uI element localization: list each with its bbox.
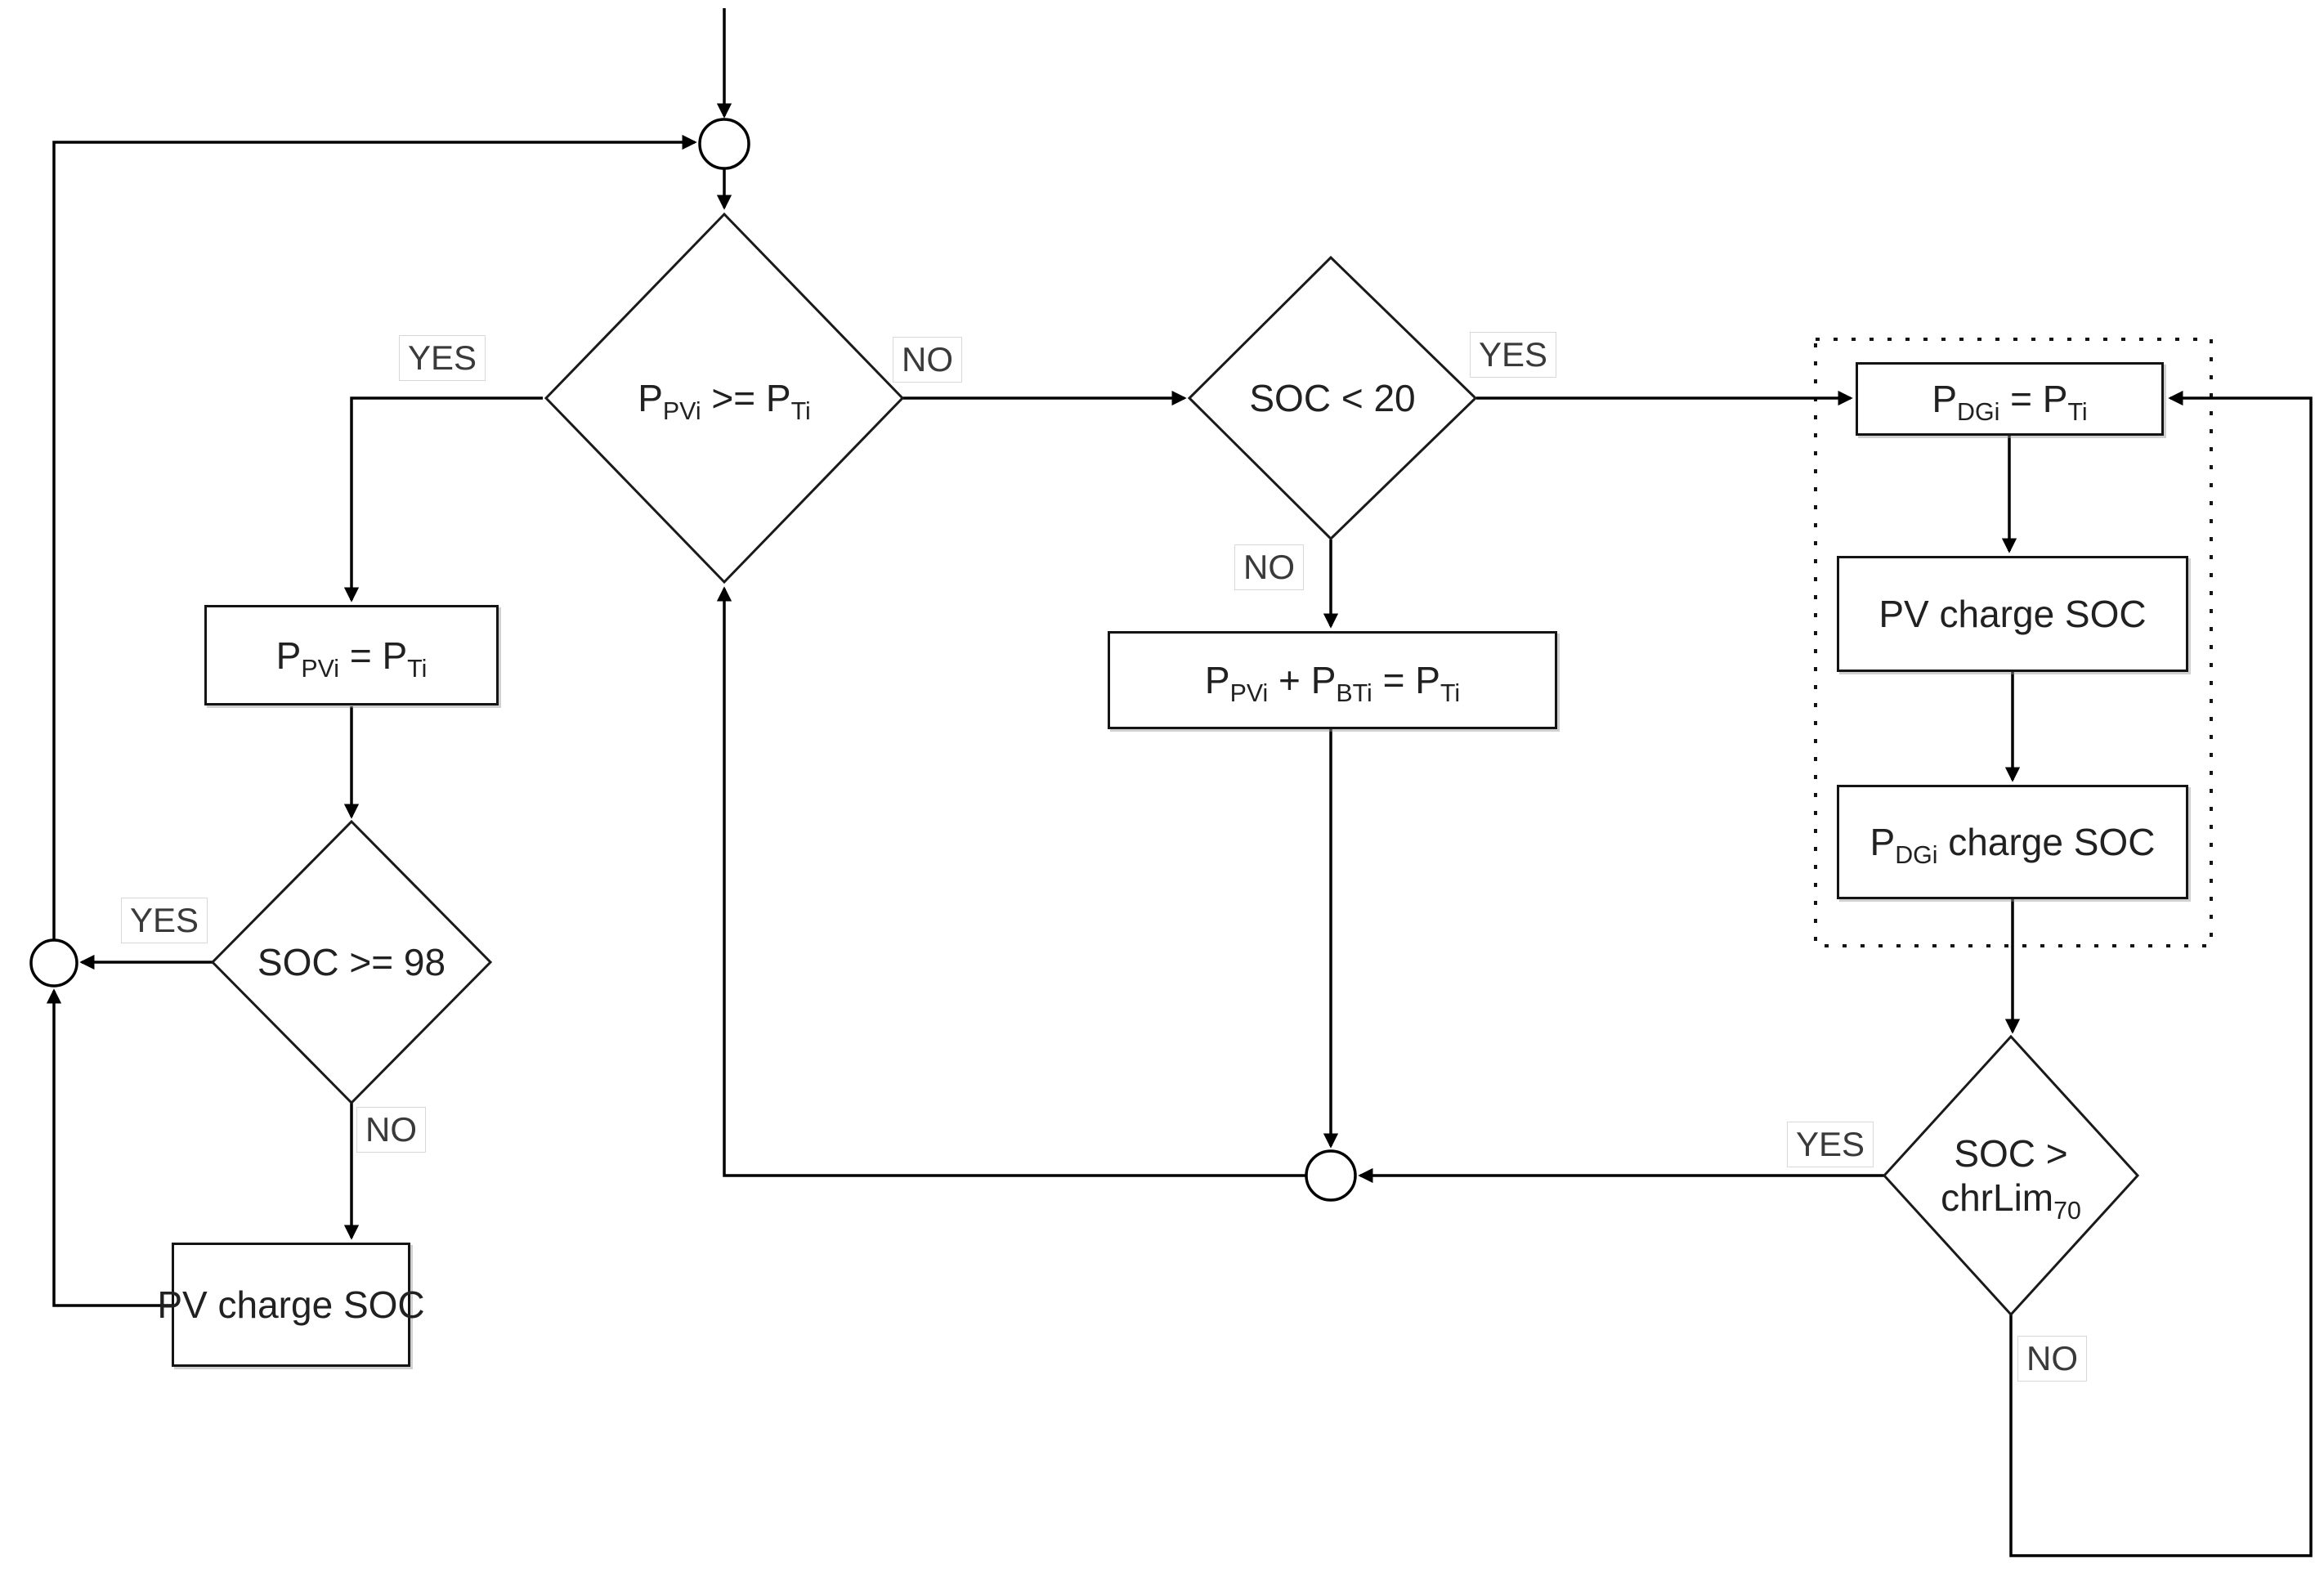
edge-pvcharge-left-to-connector bbox=[46, 988, 173, 1307]
process-pdgi-charge-soc: PDGi charge SOC bbox=[1837, 785, 2188, 899]
edge-connector-to-ppvi-bottom bbox=[716, 586, 1306, 1177]
process-pv-charge-soc-left: PV charge SOC bbox=[157, 1243, 425, 1367]
decision-soc98-shape bbox=[210, 819, 493, 1105]
edge-label-no-soc98: NO bbox=[356, 1107, 426, 1153]
edge-label-yes-ppvi: YES bbox=[399, 335, 486, 382]
edge-label-no-soc20: NO bbox=[1234, 544, 1304, 591]
edge-label-no-chrlim: NO bbox=[2017, 1336, 2087, 1382]
dotted-group-border bbox=[1814, 338, 2213, 947]
process-ppvi-plus-pbti: PPVi + PBTi = PTi bbox=[1108, 631, 1557, 729]
process-pdgi-eq-pti: PDGi = PTi bbox=[1856, 362, 2164, 436]
decision-chrlim-shape bbox=[1882, 1034, 2140, 1317]
connector-left bbox=[29, 938, 78, 988]
decision-ppvi-shape bbox=[544, 212, 905, 584]
decision-soc20-shape bbox=[1187, 255, 1478, 541]
edge-yes-ppvi bbox=[343, 396, 543, 602]
connector-middle bbox=[1305, 1149, 1357, 1202]
edge-label-yes-chrlim: YES bbox=[1787, 1122, 1874, 1168]
edge-no-chrlim-loop bbox=[2009, 390, 2313, 1557]
connector-top bbox=[698, 118, 750, 170]
process-pv-charge-soc-right: PV charge SOC bbox=[1837, 556, 2188, 672]
edge-label-no-ppvi: NO bbox=[893, 337, 962, 383]
edge-label-yes-soc20: YES bbox=[1470, 332, 1557, 378]
edge-left-return-to-start bbox=[52, 134, 697, 940]
process-ppvi-eq-pti: PPVi = PTi bbox=[204, 605, 499, 705]
edge-label-yes-soc98: YES bbox=[121, 898, 208, 944]
